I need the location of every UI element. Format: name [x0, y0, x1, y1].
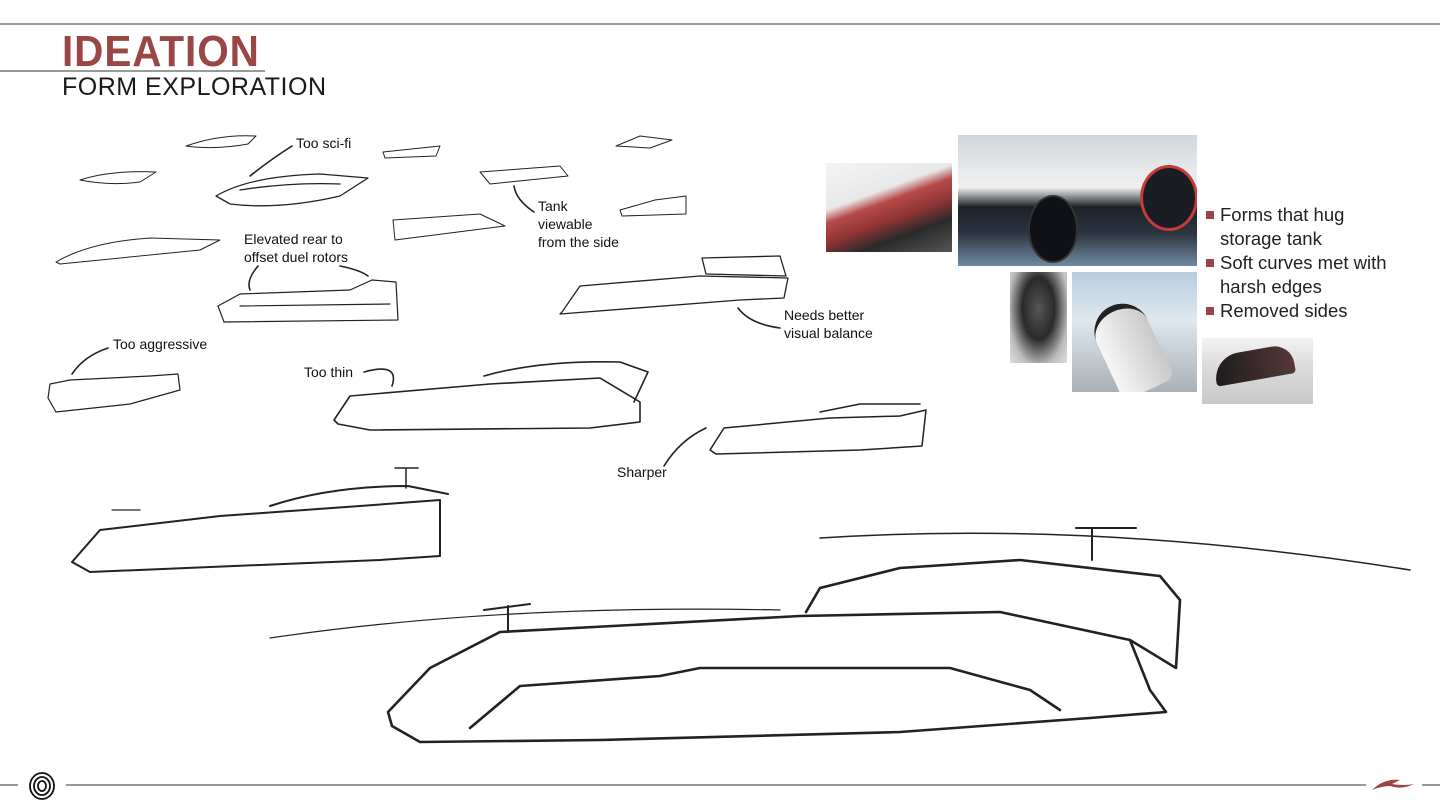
balance-sketch: [559, 255, 789, 315]
title-underline: [0, 70, 265, 72]
bullet-square-icon: [1206, 307, 1214, 315]
thin-sketch: [333, 360, 649, 431]
aggressive-sketch: [47, 373, 181, 413]
page-subtitle: FORM EXPLORATION: [62, 73, 327, 101]
shell-graphic: [1212, 343, 1296, 387]
bullet-square-icon: [1206, 211, 1214, 219]
rotor-sketch: [71, 467, 449, 573]
key-points-list: Forms that hug storage tank Soft curves m…: [1206, 203, 1387, 323]
annotation-arrows: [71, 145, 781, 467]
note-line: Tank: [538, 198, 568, 214]
reference-photo-helmet: [1010, 272, 1067, 363]
bird-logo-icon: [1372, 779, 1414, 790]
wheel-graphic: [1028, 195, 1078, 263]
note-too-thin: Too thin: [304, 364, 354, 380]
bullet-item: Forms that hug storage tank: [1206, 203, 1387, 251]
note-elevated-rear: Elevated rear to offset duel rotors: [244, 230, 348, 266]
reference-photo-dark-shell: [1202, 338, 1313, 404]
note-line: viewable: [538, 216, 593, 232]
note-too-scifi: Too sci-fi: [296, 135, 352, 151]
bullet-item: Soft curves met with harsh edges: [1206, 251, 1387, 299]
sharper-sketch: [709, 403, 927, 455]
pod-graphic: [1085, 294, 1175, 392]
elevated-rear-sketch: [217, 279, 399, 323]
reference-photo-red-vehicle: [826, 163, 952, 252]
note-too-aggressive: Too aggressive: [113, 336, 208, 352]
bullet-text: Forms that hug: [1220, 204, 1345, 225]
wheel-graphic: [1140, 165, 1197, 231]
note-needs-balance: Needs better visual balance: [784, 306, 873, 342]
footer-rule: [66, 784, 1366, 786]
bullet-text: Removed sides: [1220, 300, 1348, 321]
main-sketch: [269, 527, 1411, 744]
footer-rule: [0, 784, 18, 786]
thumbnail-sketches: [55, 135, 687, 265]
note-line: visual balance: [784, 325, 873, 341]
scifi-sketch: [215, 173, 369, 207]
top-rule: [0, 23, 1440, 25]
reference-photo-concept-car: [958, 135, 1197, 266]
bullet-item: Removed sides: [1206, 299, 1387, 323]
reference-photo-pod: [1072, 272, 1197, 392]
bullet-square-icon: [1206, 259, 1214, 267]
note-line: Needs better: [784, 307, 865, 323]
page-title: IDEATION: [62, 27, 260, 76]
note-line: Elevated rear to: [244, 231, 343, 247]
footer-rule: [1422, 784, 1440, 786]
note-line: from the side: [538, 234, 619, 250]
note-line: offset duel rotors: [244, 249, 349, 265]
bullet-text: Soft curves met with: [1220, 252, 1387, 273]
note-tank-viewable: Tank viewable from the side: [538, 197, 619, 251]
bullet-text: harsh edges: [1220, 276, 1322, 297]
note-sharper: Sharper: [617, 464, 667, 480]
spiral-logo-icon: [29, 772, 55, 800]
bullet-text: storage tank: [1220, 228, 1322, 249]
